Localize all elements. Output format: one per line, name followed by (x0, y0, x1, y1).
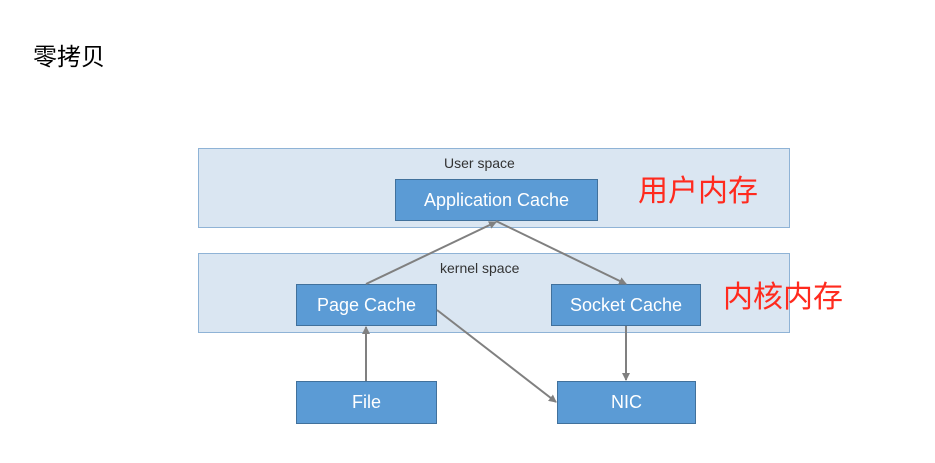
kernel-space-label: kernel space (440, 260, 520, 276)
nic-box: NIC (557, 381, 696, 424)
arrow-page-cache-to-nic (436, 309, 557, 403)
application-cache-box: Application Cache (395, 179, 598, 221)
page-cache-box: Page Cache (296, 284, 437, 326)
file-box: File (296, 381, 437, 424)
kernel-memory-annotation: 内核内存 (723, 280, 843, 315)
user-memory-annotation: 用户内存 (638, 174, 758, 209)
arrow-app-cache-to-socket-cache (495, 220, 627, 285)
page-title: 零拷贝 (33, 43, 105, 71)
arrow-page-cache-to-app-cache (365, 221, 497, 285)
user-space-label: User space (444, 155, 515, 171)
